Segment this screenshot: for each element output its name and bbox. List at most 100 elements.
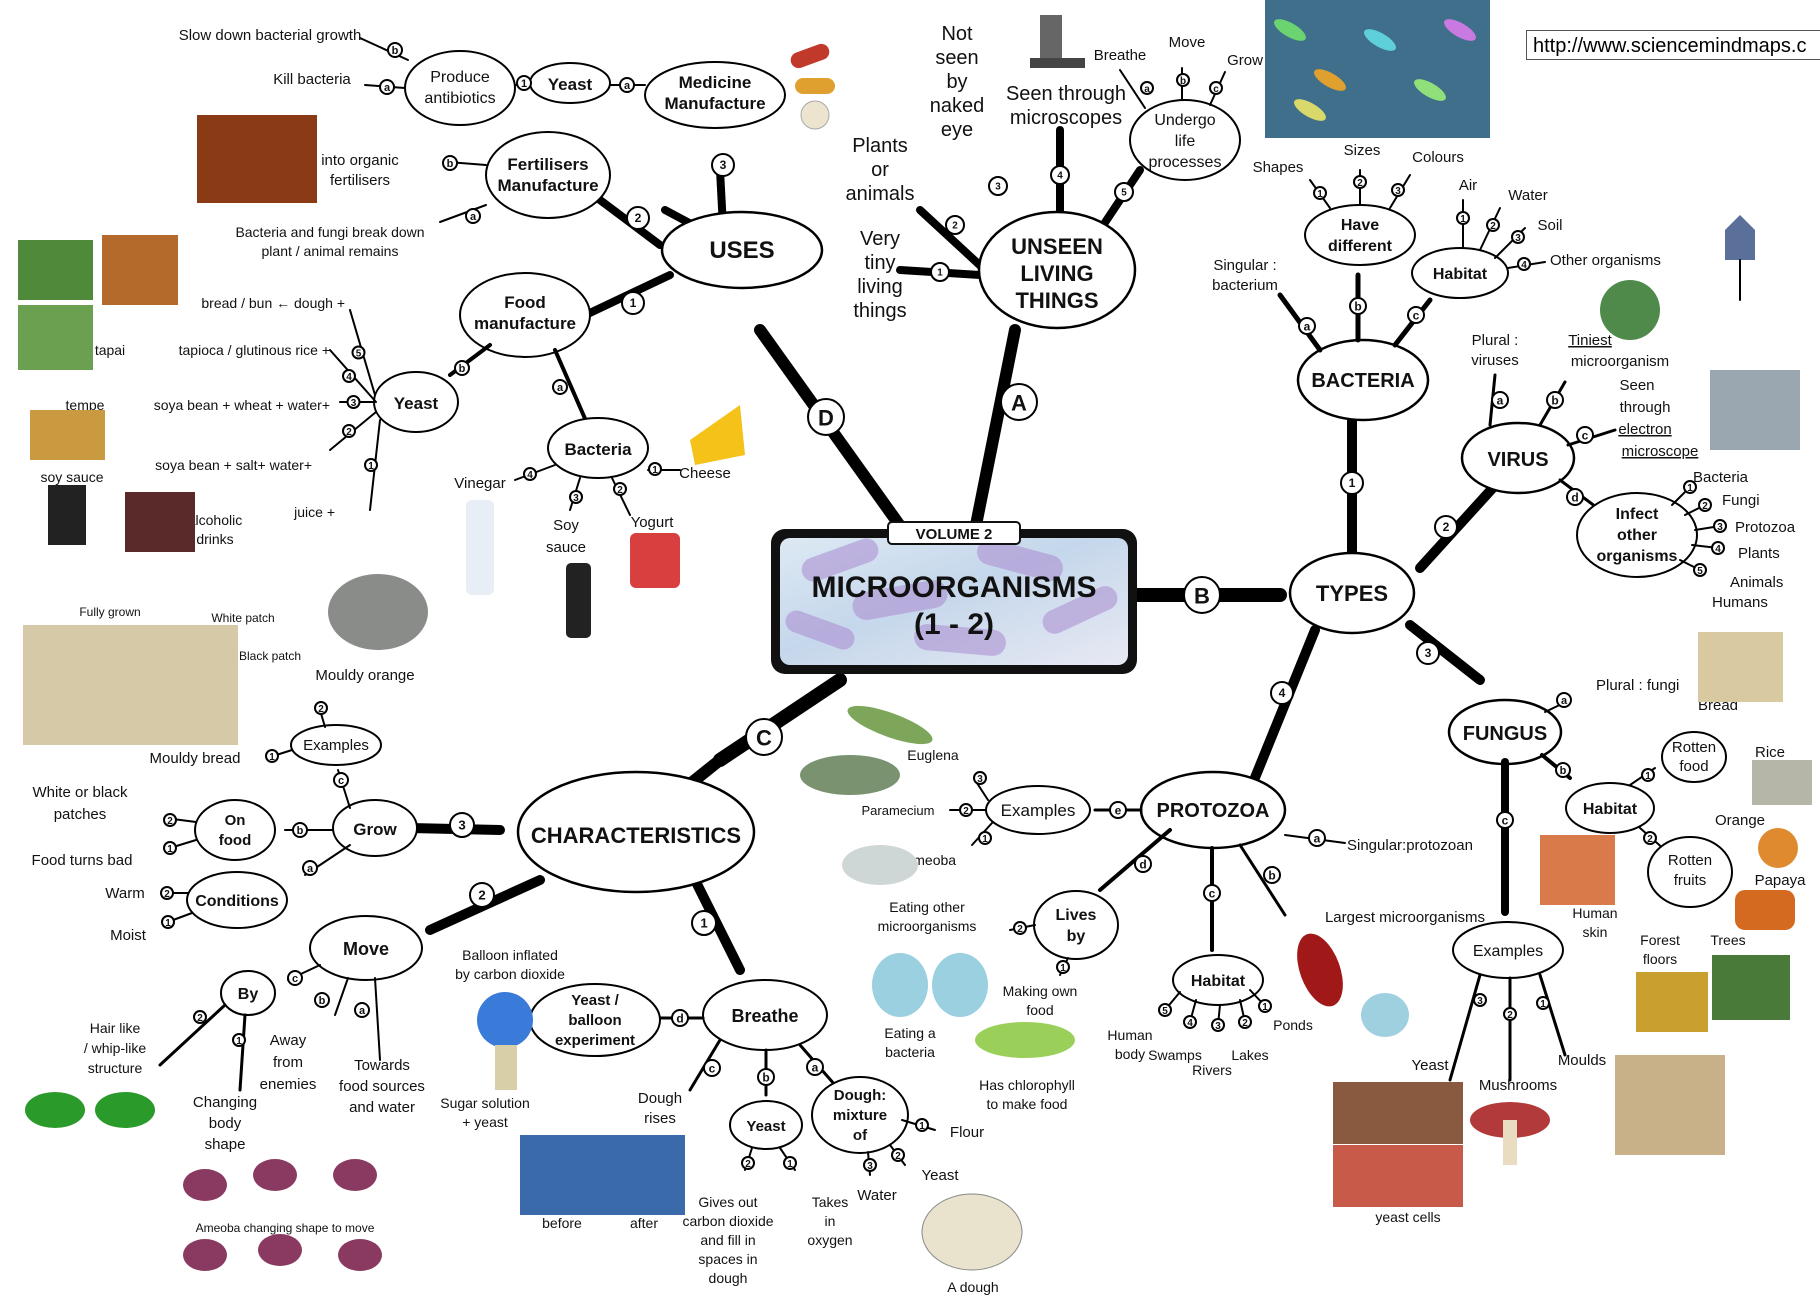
fully-grown-label: Fully grown [79,605,140,619]
badge-text: 1 [1317,189,1323,200]
node-fertilisers [485,131,611,219]
badge [1013,921,1027,935]
balloon-label-line: experiment [555,1032,635,1049]
bacteria-cell [1274,19,1306,41]
seen-label: through [1620,399,1671,416]
flour-label: Flour [950,1124,984,1141]
badge-text: 1 [630,296,637,310]
bacteria-decoration [852,580,948,620]
badge [232,1033,246,1047]
yeast-tempe: soya bean + wheat + water+ [154,397,330,413]
after-label: after [630,1215,658,1231]
food-bad-label: Food turns bad [32,852,133,869]
dough-mixture-label-line: Dough: [834,1087,886,1104]
forest-photo [1636,972,1708,1032]
protozoa-habitat-item: Ponds [1273,1017,1313,1033]
badge-text: c [1209,887,1216,901]
antibiotics-label-line: antibiotics [424,90,495,107]
badge-text: 2 [167,816,173,827]
conditions-label: Conditions [195,893,279,910]
badge [1491,391,1509,409]
badge [959,803,973,817]
badge [163,813,177,827]
tapai-label: tapai [95,342,125,358]
chlorophyll-label-line: Has chlorophyll [979,1077,1075,1093]
badge [1683,480,1697,494]
bacteria-cell [1294,99,1326,121]
badge-text: 3 [458,818,465,833]
badge [648,462,662,476]
away-label-line: enemies [260,1076,317,1093]
branch-badge-D [807,398,845,436]
badge [711,153,735,177]
badge-text: 3 [995,181,1001,192]
ameoba-shape-icon [333,1159,377,1191]
eating-label-line: microorganisms [878,918,977,934]
badge-text: d [1139,858,1146,872]
badge [1298,317,1316,335]
moulds-label: Moulds [1558,1052,1606,1069]
node-rotten-food [1661,731,1727,783]
patches-label-line: patches [54,806,107,823]
unseen-p2-line: or [871,159,889,181]
protozoa-icon [1361,993,1409,1037]
badge-text: c [338,775,344,787]
badge-text: 4 [1521,260,1527,271]
char-examples-label: Examples [303,737,369,754]
hair-like-label-line: Hair like [90,1020,141,1036]
badge-text: 1 [521,78,527,90]
food-yeast-label: Yeast [394,394,439,413]
node-virus [1460,421,1576,495]
water-label: Water [1508,187,1547,204]
badge [945,215,965,235]
badge [1511,230,1525,244]
badge [1711,541,1725,555]
orange-label: Orange [1715,812,1765,829]
badge-text: e [1115,804,1122,818]
badge-text: 4 [1057,170,1063,181]
node-medicine [644,61,786,129]
have-different-label-line: different [1328,238,1393,255]
badge-text: 2 [1507,1010,1513,1021]
badge [314,701,328,715]
sub-line [439,204,487,223]
vinegar-label: Vinegar [454,475,505,492]
badge-text: b [762,1071,769,1085]
badge-text: a [1314,832,1321,846]
badge-text: b [1268,869,1275,883]
uses-bacteria-label: Bacteria [564,440,632,459]
bacteria-decoration [801,538,879,582]
badge [449,812,475,838]
node-bacteria [1296,338,1430,422]
badge-text: 2 [617,485,623,496]
virus-title: VIRUS [1487,449,1548,471]
unseen-title: UNSEEN [1011,234,1103,259]
badge [516,75,532,91]
breathe-label: Breathe [1094,47,1147,64]
move-title: Move [343,939,389,959]
badge-text: 2 [478,888,485,903]
badge-text: 1 [652,465,658,476]
branch-C-line [713,673,847,767]
badge-text: 1 [1687,483,1693,494]
soy-label-line: sauce [546,539,586,556]
dough-icon [921,1193,1023,1271]
badge [1176,73,1190,87]
mouldy-orange-photo [328,574,428,650]
badge [1456,211,1470,225]
forest-label-line: Forest [1640,932,1680,948]
ameoba-shape-icon [253,1159,297,1191]
badge-text: 5 [1162,1006,1168,1017]
badge [346,395,361,409]
badge [552,379,568,395]
tiniest-label: Tiniest [1568,332,1612,349]
unseen-p4-line: Seen through [1006,83,1126,105]
papaya-label: Papaya [1755,872,1807,889]
flagella-icon [95,1092,155,1128]
sub-line [1538,973,1567,1057]
badge-text: 1 [982,834,988,845]
hair-like-label-line: structure [88,1060,143,1076]
badge [1238,1015,1252,1029]
ameoba-eating-icon [932,953,988,1017]
